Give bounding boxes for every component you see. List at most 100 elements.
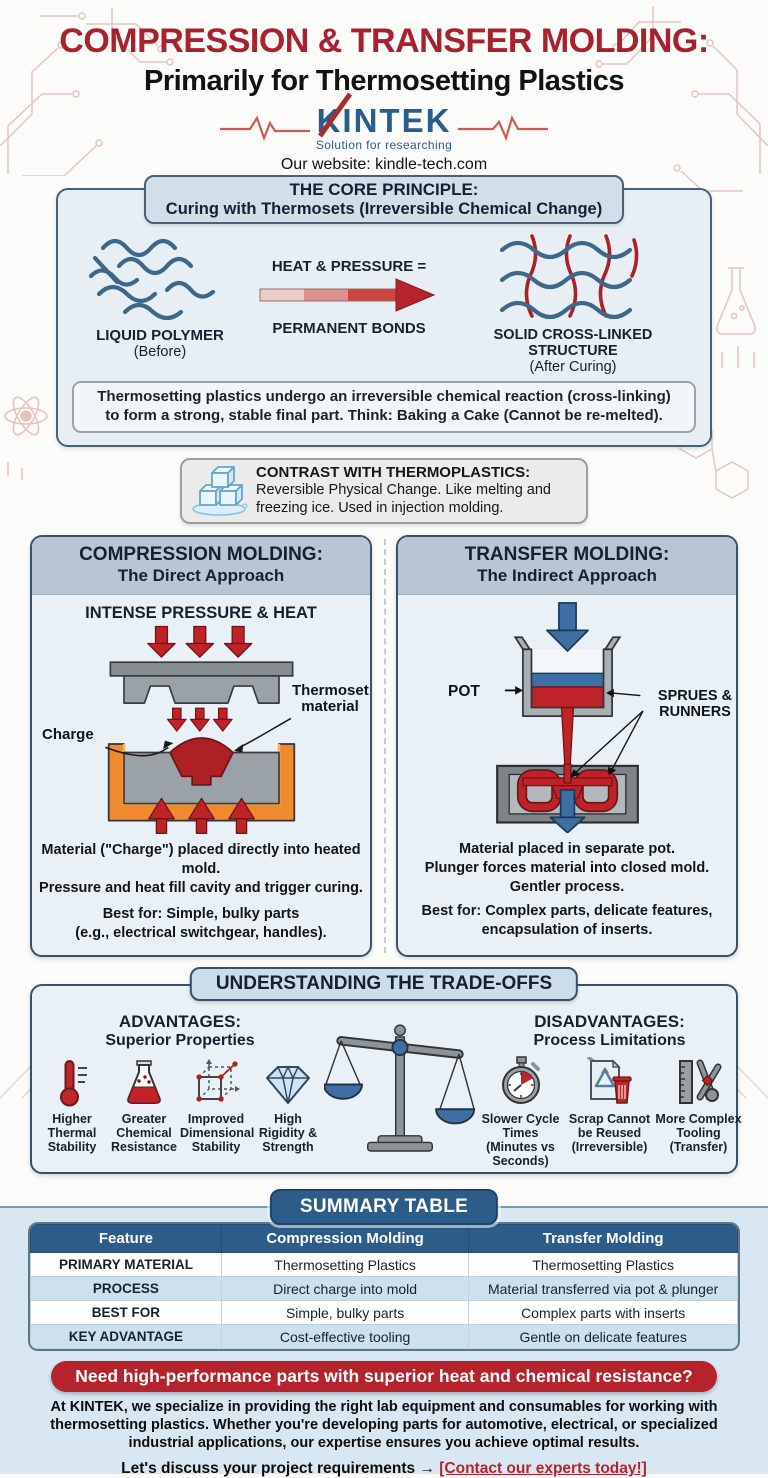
column-header-transfer: Transfer Molding	[468, 1224, 738, 1254]
cell-transfer: Complex parts with inserts	[468, 1300, 738, 1326]
compression-mold-svg	[104, 625, 295, 834]
thermoset-material-label: Thermoset material	[292, 681, 369, 716]
pressure-heat-label: INTENSE PRESSURE & HEAT	[85, 603, 317, 622]
transfer-best-for: Best for: Complex parts, delicate featur…	[408, 902, 726, 940]
cta-footer: Let's discuss your project requirements …	[0, 1460, 768, 1478]
table-row: BEST FOR Simple, bulky parts Complex par…	[30, 1300, 738, 1326]
ice-cubes-icon	[192, 465, 248, 516]
table-row: PROCESS Direct charge into mold Material…	[30, 1276, 738, 1302]
cell-feature: BEST FOR	[30, 1300, 222, 1326]
page-title: COMPRESSION & TRANSFER MOLDING:	[59, 22, 709, 60]
cell-compression: Thermosetting Plastics	[220, 1252, 470, 1278]
panel-divider	[384, 538, 386, 954]
summary-heading: SUMMARY TABLE	[269, 1189, 499, 1226]
brand-slash-icon	[317, 92, 352, 138]
advantages-column: ADVANTAGES: Superior Properties Higher T…	[36, 1012, 324, 1164]
transfer-title-line1: TRANSFER MOLDING:	[464, 543, 670, 565]
liquid-polymer-block: LIQUID POLYMER (Before)	[76, 232, 244, 360]
transfer-desc-line2: Plunger forces material into closed mold…	[424, 859, 710, 876]
crosslinked-block: SOLID CROSS-LINKED STRUCTURE (After Curi…	[454, 232, 692, 375]
advantage-label: Higher Thermal Stability	[47, 1111, 97, 1154]
transfer-best-label: Best for:	[421, 902, 482, 919]
tradeoffs-heading: UNDERSTANDING THE TRADE-OFFS	[189, 967, 579, 1002]
brand-block: KINTEK Solution for researching	[315, 92, 453, 152]
tradeoffs-section: UNDERSTANDING THE TRADE-OFFS ADVANTAGES:…	[30, 967, 742, 1175]
flask-decoration-right	[716, 267, 756, 368]
cell-compression: Cost-effective tooling	[220, 1324, 470, 1350]
compression-title-line2: The Direct Approach	[117, 565, 285, 585]
balance-column	[324, 1012, 476, 1164]
disadvantages-title: DISADVANTAGES:	[534, 1012, 685, 1032]
cell-feature: PRIMARY MATERIAL	[30, 1252, 222, 1278]
balance-scale-icon	[324, 1024, 476, 1152]
advantages-subtitle: Superior Properties	[105, 1031, 255, 1049]
molding-panels: COMPRESSION MOLDING: The Direct Approach…	[30, 534, 738, 958]
cell-transfer: Material transferred via pot & plunger	[468, 1276, 738, 1302]
cell-feature: PROCESS	[30, 1276, 222, 1302]
heat-pressure-label: HEAT & PRESSURE =	[271, 258, 427, 275]
cell-compression: Simple, bulky parts	[220, 1300, 470, 1326]
cell-transfer: Thermosetting Plastics	[468, 1252, 738, 1278]
crosslinked-structure-icon	[499, 234, 639, 320]
disadvantage-label: More Complex Tooling (Transfer)	[655, 1111, 742, 1154]
brand-tagline: Solution for researching	[315, 138, 453, 152]
thermometer-icon	[60, 1059, 87, 1107]
table-header-row: Feature Compression Molding Transfer Mol…	[30, 1224, 738, 1254]
contrast-title: CONTRAST WITH THERMOPLASTICS:	[256, 463, 531, 481]
disadvantage-item: More Complex Tooling (Transfer)	[654, 1057, 743, 1154]
thermoplastics-contrast-box: CONTRAST WITH THERMOPLASTICS: Reversible…	[180, 457, 588, 524]
before-label: LIQUID POLYMER	[96, 327, 224, 344]
cta-footer-text: Let's discuss your project requirements …	[121, 1460, 435, 1478]
heat-pressure-block: HEAT & PRESSURE = PERMANENT BONDS	[251, 232, 447, 339]
transfer-mold-diagram: POT SPRUES & RUNNERS	[398, 601, 736, 837]
disadvantages-subtitle: Process Limitations	[533, 1031, 686, 1049]
compression-best-line2: (e.g., electrical switchgear, handles).	[75, 925, 327, 942]
compression-best-for: Best for: Simple, bulky parts (e.g., ele…	[42, 905, 360, 943]
transfer-desc-line1: Material placed in separate pot.	[459, 840, 675, 857]
cta-banner: Need high-performance parts with superio…	[51, 1361, 717, 1393]
charge-label: Charge	[42, 725, 94, 743]
summary-section: SUMMARY TABLE Feature Compression Moldin…	[0, 1189, 768, 1477]
compression-title-line1: COMPRESSION MOLDING:	[79, 543, 323, 565]
logo: KINTEK Solution for researching	[0, 92, 768, 154]
core-heading-line2: Curing with Thermosets (Irreversible Che…	[165, 200, 603, 218]
contact-experts-link[interactable]: [Contact our experts today!]	[439, 1460, 647, 1478]
column-header-compression: Compression Molding	[220, 1224, 470, 1254]
stopwatch-icon	[501, 1055, 540, 1104]
advantage-item: Higher Thermal Stability	[36, 1057, 108, 1154]
cell-feature: KEY ADVANTAGE	[30, 1324, 222, 1350]
transfer-description: Material placed in separate pot. Plunger…	[398, 840, 736, 897]
compression-desc-line1: Material ("Charge") placed directly into…	[41, 841, 361, 877]
transfer-best-text: Complex parts, delicate features, encaps…	[481, 902, 713, 939]
cell-compression: Direct charge into mold	[220, 1276, 470, 1302]
diamond-icon	[266, 1064, 310, 1104]
advantage-item: Greater Chemical Resistance	[108, 1057, 180, 1154]
advantage-label: Greater Chemical Resistance	[110, 1111, 177, 1154]
transfer-mold-svg	[495, 601, 644, 833]
pot-label: POT	[448, 682, 480, 700]
compression-best-label: Best for:	[102, 905, 163, 922]
flask-icon	[127, 1059, 161, 1104]
advantage-item: Improved Dimensional Stability	[180, 1057, 255, 1154]
scrap-icon	[586, 1056, 632, 1104]
header: COMPRESSION & TRANSFER MOLDING: Primaril…	[0, 0, 768, 174]
core-note: Thermosetting plastics undergo an irreve…	[72, 381, 696, 433]
core-principle-heading: THE CORE PRINCIPLE: Curing with Thermose…	[143, 175, 625, 224]
tooling-icon	[678, 1059, 721, 1104]
table-row: PRIMARY MATERIAL Thermosetting Plastics …	[30, 1252, 738, 1278]
advantage-label: High Rigidity & Strength	[258, 1111, 318, 1154]
compression-best-line1: Simple, bulky parts	[166, 905, 300, 922]
compression-panel-header: COMPRESSION MOLDING: The Direct Approach	[32, 536, 370, 595]
compression-molding-panel: COMPRESSION MOLDING: The Direct Approach…	[30, 534, 372, 958]
disadvantage-label: Scrap Cannot be Reused (Irreversible)	[568, 1111, 651, 1154]
contrast-text-block: CONTRAST WITH THERMOPLASTICS: Reversible…	[256, 464, 574, 518]
column-header-feature: Feature	[30, 1224, 222, 1254]
advantage-label: Improved Dimensional Stability	[180, 1111, 255, 1154]
cell-transfer: Gentle on delicate features	[468, 1324, 738, 1350]
table-row: KEY ADVANTAGE Cost-effective tooling Gen…	[30, 1324, 738, 1350]
transfer-panel-header: TRANSFER MOLDING: The Indirect Approach	[398, 536, 736, 595]
cube-icon	[196, 1058, 240, 1102]
disadvantages-column: DISADVANTAGES: Process Limitations	[476, 1012, 743, 1168]
permanent-bonds-label: PERMANENT BONDS	[272, 320, 426, 337]
liquid-polymer-icon	[88, 238, 216, 321]
